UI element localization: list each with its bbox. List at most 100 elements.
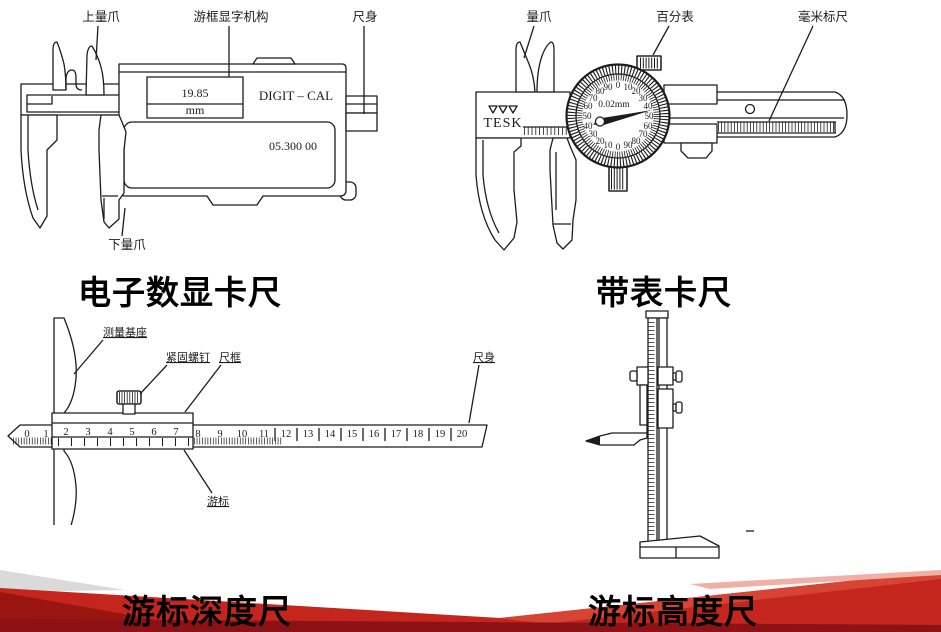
label-screw: 紧固螺钉 bbox=[166, 351, 210, 364]
scale-number: 16 bbox=[369, 429, 380, 440]
jaw-hook bbox=[65, 69, 83, 91]
label-jaw: 量爪 bbox=[526, 10, 552, 24]
carriage-lower-block bbox=[657, 388, 674, 429]
dial-needle bbox=[593, 110, 652, 126]
leader-line bbox=[523, 25, 535, 59]
leader-line bbox=[139, 364, 168, 395]
cm-ticks bbox=[274, 428, 452, 441]
column-rail bbox=[658, 317, 668, 543]
dial-caliper-labels: 量爪 百分表 毫米标尺 bbox=[523, 9, 848, 122]
dial-number: 60 bbox=[584, 101, 594, 111]
carriage-knob-lower bbox=[675, 401, 683, 414]
dial-number: 80 bbox=[632, 136, 642, 146]
scale-number: 19 bbox=[435, 429, 446, 440]
dial-number: 70 bbox=[589, 93, 599, 103]
brand-text: TESK bbox=[484, 116, 523, 131]
clamp-screw-shaft bbox=[122, 403, 136, 415]
label-vernier: 游标 bbox=[207, 494, 229, 508]
dial-number: 20 bbox=[632, 86, 642, 96]
beam-outline bbox=[717, 91, 848, 138]
upper-fixed-jaw bbox=[515, 41, 536, 93]
scale-number: 15 bbox=[347, 429, 358, 440]
label-base: 测量基座 bbox=[103, 325, 147, 339]
beam-bar bbox=[20, 83, 123, 116]
dial-number: 50 bbox=[645, 111, 655, 121]
measuring-base bbox=[53, 317, 77, 525]
beam-hole bbox=[744, 103, 756, 115]
scale-number: 10 bbox=[237, 429, 248, 440]
lower-fixed-jaw-inner bbox=[27, 115, 39, 211]
scale-number: 0 bbox=[24, 429, 29, 440]
label-beam: 尺身 bbox=[352, 9, 377, 24]
display-brand: DIGIT – CAL bbox=[259, 88, 333, 103]
scale-number: 8 bbox=[195, 429, 200, 440]
height-gauge-figure bbox=[585, 310, 754, 559]
ribbon-footer bbox=[0, 570, 941, 632]
label-beam: 尺身 bbox=[473, 350, 495, 364]
body-bar bbox=[475, 91, 571, 139]
ribbon-gray-sliver bbox=[0, 570, 125, 592]
frame bbox=[51, 412, 194, 450]
upper-moving-jaw bbox=[85, 45, 105, 96]
slider-upper-block bbox=[663, 84, 718, 105]
lower-moving-jaw bbox=[549, 137, 577, 250]
beam-numbers: 0 1 8 9 10 11 12 13 14 15 16 17 18 19 20 bbox=[24, 429, 467, 440]
caption-digital-caliper: 电子数显卡尺 bbox=[78, 274, 282, 311]
depth-gauge-drawing: 0 1 8 9 10 11 12 13 14 15 16 17 18 19 20 bbox=[7, 317, 488, 525]
scale-number: 2 bbox=[63, 427, 68, 438]
scale-number: 4 bbox=[107, 427, 113, 438]
carriage-knob-upper bbox=[675, 370, 683, 383]
leader-line bbox=[121, 207, 126, 237]
dial-number: 30 bbox=[639, 93, 649, 103]
dial-number: 0 bbox=[616, 142, 621, 152]
dial-numbers: 0 10 20 30 40 50 60 70 80 90 0 10 20 30 … bbox=[583, 80, 655, 152]
ribbon-highlight bbox=[500, 571, 941, 624]
dial-number: 30 bbox=[589, 129, 599, 139]
leader-line bbox=[184, 364, 222, 413]
dial-number: 0 bbox=[616, 80, 621, 90]
dial-number: 10 bbox=[624, 82, 634, 92]
dial-number: 50 bbox=[583, 111, 593, 121]
dial-graduation-text: 0.02mm bbox=[598, 100, 630, 110]
scriber-holder bbox=[639, 384, 648, 426]
ribbon-main bbox=[0, 571, 941, 632]
dial-number: 80 bbox=[596, 86, 606, 96]
leader-line bbox=[468, 364, 480, 424]
scale-number: 20 bbox=[457, 429, 468, 440]
depth-gauge-labels: 测量基座 紧固螺钉 尺框 尺身 游标 bbox=[73, 325, 495, 508]
lower-fixed-jaw bbox=[475, 137, 522, 251]
dial-caliper-drawing: TESK bbox=[475, 41, 848, 251]
scale-number: 6 bbox=[151, 427, 156, 438]
display-code: 05.300 00 bbox=[269, 139, 317, 153]
beam-step bbox=[27, 96, 53, 105]
lower-panel bbox=[123, 121, 336, 189]
scale-number: 17 bbox=[391, 429, 402, 440]
dial-number: 90 bbox=[604, 82, 614, 92]
display-unit: mm bbox=[186, 103, 205, 117]
ribbon-pale-streak bbox=[690, 570, 941, 589]
slider-tab bbox=[680, 142, 713, 159]
digital-caliper-labels: 上量爪 游框显字机构 尺身 下量爪 bbox=[82, 9, 377, 252]
scriber-tip bbox=[586, 436, 600, 445]
scale-number: 9 bbox=[217, 429, 222, 440]
frame-numbers: 2 3 4 5 6 7 bbox=[63, 427, 178, 438]
label-mm-scale: 毫米标尺 bbox=[798, 9, 848, 24]
top-tab bbox=[252, 57, 296, 65]
dial-number: 40 bbox=[644, 101, 654, 111]
scale-number: 14 bbox=[325, 429, 336, 440]
dial-caliper-figure: TESK bbox=[475, 9, 848, 251]
scale-number: 12 bbox=[281, 429, 292, 440]
carriage-clamp bbox=[636, 366, 649, 386]
scale-number: 13 bbox=[303, 429, 314, 440]
caption-depth-gauge: 游标深度尺 bbox=[122, 593, 292, 630]
scale-number: 5 bbox=[129, 427, 134, 438]
label-frame: 尺框 bbox=[219, 351, 241, 364]
dial-number: 40 bbox=[584, 121, 594, 131]
scale-number: 1 bbox=[43, 429, 48, 440]
scale-number: 11 bbox=[259, 429, 269, 440]
dial-number: 60 bbox=[644, 121, 654, 131]
surface-marks bbox=[488, 105, 518, 114]
dial-needle-hub bbox=[594, 116, 606, 127]
caption-height-gauge: 游标高度尺 bbox=[588, 593, 758, 630]
